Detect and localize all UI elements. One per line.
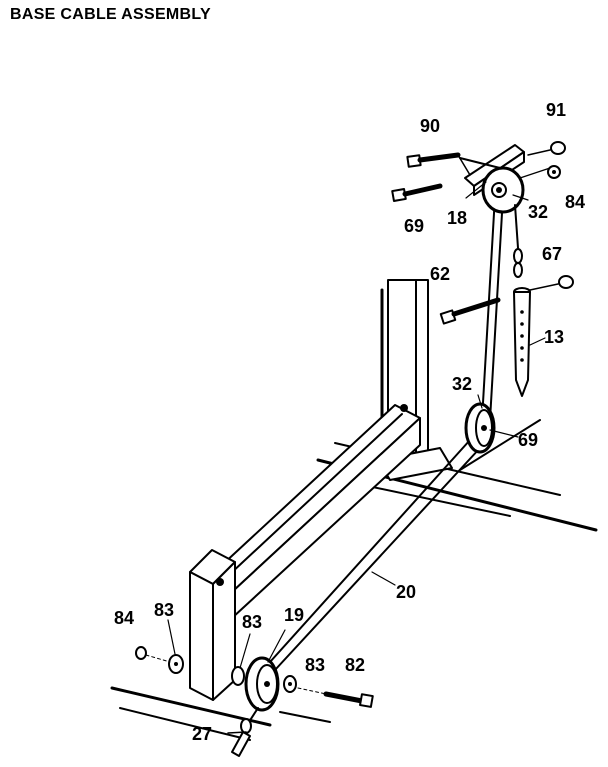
bolt-69-top — [391, 183, 443, 202]
label-27: 27 — [192, 724, 212, 744]
label-62: 62 — [430, 264, 450, 284]
label-83-right: 83 — [305, 655, 325, 675]
nut-91 — [527, 141, 566, 156]
bolt-62 — [439, 297, 501, 325]
label-84-bottom: 84 — [114, 608, 134, 628]
washer-83-right — [283, 675, 297, 693]
bolt-82 — [297, 687, 374, 708]
washer-83-mid — [231, 666, 245, 686]
front-foot-block — [189, 549, 236, 701]
label-20: 20 — [396, 582, 416, 602]
front-pulley-19 — [244, 656, 280, 712]
label-18: 18 — [447, 208, 467, 228]
upright-post — [377, 279, 453, 481]
rear-pulley-32 — [464, 402, 496, 454]
label-19: 19 — [284, 605, 304, 625]
label-13: 13 — [544, 327, 564, 347]
label-84-top: 84 — [565, 192, 585, 212]
label-32-top: 32 — [528, 202, 548, 222]
nut-84-bottom — [135, 646, 171, 663]
label-69-top: 69 — [404, 216, 424, 236]
label-32-mid: 32 — [452, 374, 472, 394]
diagram-title: BASE CABLE ASSEMBLY — [10, 6, 211, 23]
top-bracket-18 — [459, 144, 525, 214]
bolt-90 — [406, 152, 471, 176]
label-90: 90 — [420, 116, 440, 136]
label-83-left: 83 — [154, 600, 174, 620]
base-beam — [207, 404, 421, 619]
washer-83-left — [168, 654, 184, 674]
label-83-mid: 83 — [242, 612, 262, 632]
label-82: 82 — [345, 655, 365, 675]
label-67: 67 — [542, 244, 562, 264]
nut-67 — [529, 275, 574, 291]
clip-27 — [227, 707, 259, 757]
label-91: 91 — [546, 100, 566, 120]
nut-84-top — [547, 165, 561, 179]
chain-hook — [513, 204, 523, 278]
part-labels: 90 91 18 32 84 69 67 62 13 32 69 20 84 8… — [114, 100, 585, 744]
cable-20 — [269, 195, 504, 671]
leader-lines — [167, 167, 551, 669]
label-69-mid: 69 — [518, 430, 538, 450]
selector-stem-13 — [513, 287, 531, 397]
